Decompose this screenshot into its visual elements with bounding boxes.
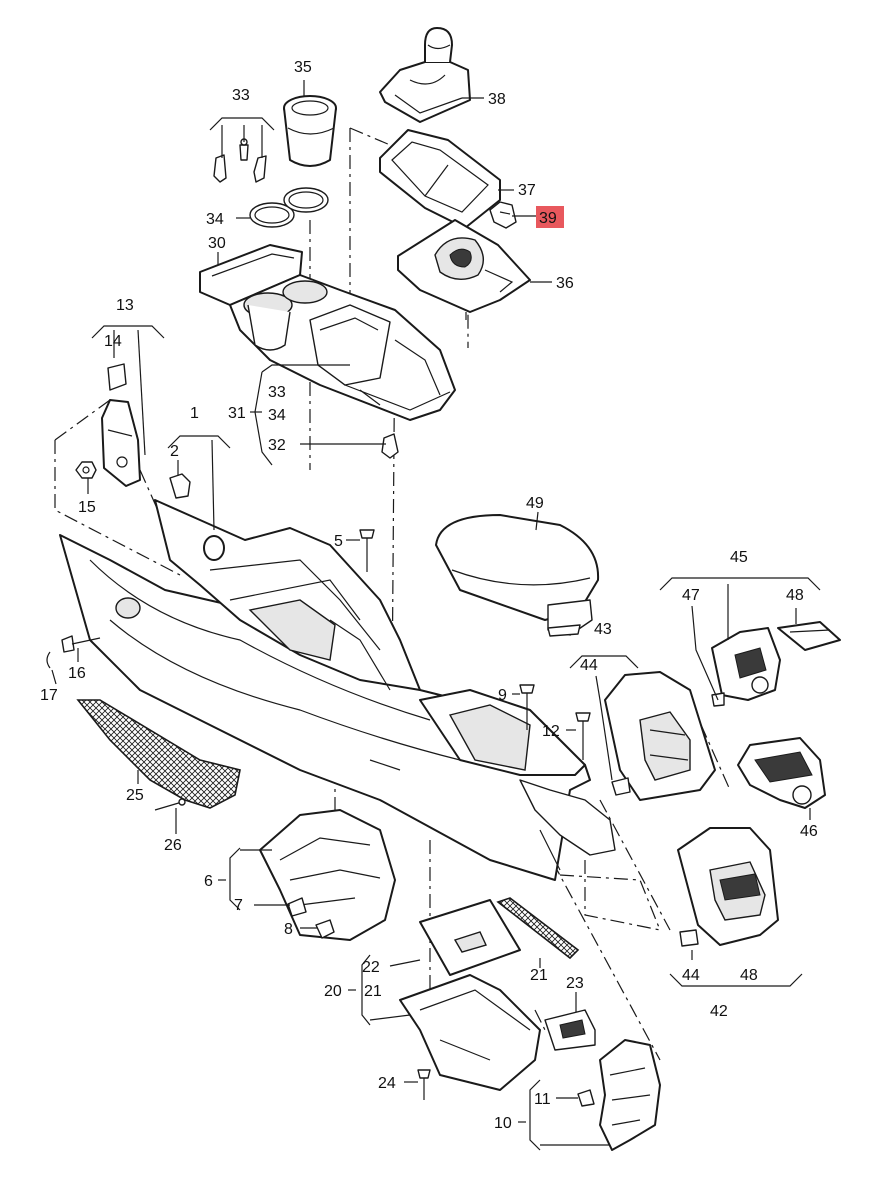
vent-assembly (711, 621, 841, 809)
callout-32[interactable]: 32 (268, 437, 286, 454)
storage-net (76, 699, 241, 811)
callout-21-top[interactable]: 21 (530, 967, 548, 984)
callout-7[interactable]: 7 (234, 897, 243, 914)
callout-34-top[interactable]: 34 (206, 211, 224, 228)
callout-1[interactable]: 1 (190, 405, 199, 422)
callout-2[interactable]: 2 (170, 443, 179, 460)
callout-39[interactable]: 39 (539, 210, 557, 227)
callout-labels: 35 33 38 37 39 34 30 36 13 14 33 31 34 1… (40, 59, 818, 1132)
callout-23[interactable]: 23 (566, 975, 584, 992)
callout-9[interactable]: 9 (498, 687, 507, 704)
shift-frame (379, 129, 501, 229)
rear-panel-43 (604, 671, 716, 801)
storage-box (399, 897, 596, 1100)
lower-bracket (259, 809, 396, 941)
callout-49[interactable]: 49 (526, 495, 544, 512)
main-console (59, 499, 616, 881)
rear-panel-42 (677, 827, 779, 947)
upper-console-trim (199, 244, 456, 421)
clip-32 (381, 433, 399, 459)
callout-43[interactable]: 43 (594, 621, 612, 638)
callout-44-bottom[interactable]: 44 (682, 967, 700, 984)
callout-30[interactable]: 30 (208, 235, 226, 252)
callout-26[interactable]: 26 (164, 837, 182, 854)
shift-trim-plate (397, 219, 531, 320)
callout-16[interactable]: 16 (68, 665, 86, 682)
callout-14[interactable]: 14 (104, 333, 122, 350)
rear-bracket (577, 1039, 661, 1151)
callout-33-top[interactable]: 33 (232, 87, 250, 104)
cup-ring (249, 187, 329, 228)
armrest (435, 514, 600, 637)
callout-33-group[interactable]: 33 (268, 384, 286, 401)
callout-15[interactable]: 15 (78, 499, 96, 516)
clip-2 (169, 473, 191, 499)
callout-35[interactable]: 35 (294, 59, 312, 76)
callout-38[interactable]: 38 (488, 91, 506, 108)
callout-47[interactable]: 47 (682, 587, 700, 604)
callout-36[interactable]: 36 (556, 275, 574, 292)
callout-10[interactable]: 10 (494, 1115, 512, 1132)
callout-6[interactable]: 6 (204, 873, 213, 890)
callout-37[interactable]: 37 (518, 182, 536, 199)
highlight-marker (536, 206, 564, 228)
callout-13[interactable]: 13 (116, 297, 134, 314)
screws (46, 529, 591, 760)
callout-46[interactable]: 46 (800, 823, 818, 840)
callout-25[interactable]: 25 (126, 787, 144, 804)
callout-31[interactable]: 31 (228, 405, 246, 422)
cup-insert (283, 95, 337, 167)
callout-45[interactable]: 45 (730, 549, 748, 566)
callout-22[interactable]: 22 (362, 959, 380, 976)
callout-20[interactable]: 20 (324, 983, 342, 1000)
callout-17[interactable]: 17 (40, 687, 58, 704)
leader-lines (51, 80, 821, 1151)
callout-21-group[interactable]: 21 (364, 983, 382, 1000)
callout-34-group[interactable]: 34 (268, 407, 286, 424)
callout-11[interactable]: 11 (534, 1091, 551, 1108)
callout-5[interactable]: 5 (334, 533, 343, 550)
gear-boot (379, 27, 471, 123)
callout-48-bottom[interactable]: 48 (740, 967, 758, 984)
callout-8[interactable]: 8 (284, 921, 293, 938)
callout-44-top[interactable]: 44 (580, 657, 598, 674)
clip-39 (489, 201, 517, 229)
callout-12[interactable]: 12 (542, 723, 560, 740)
callout-48-vent[interactable]: 48 (786, 587, 804, 604)
side-bracket (75, 363, 141, 487)
callout-42[interactable]: 42 (710, 1003, 728, 1020)
callout-24[interactable]: 24 (378, 1075, 396, 1092)
